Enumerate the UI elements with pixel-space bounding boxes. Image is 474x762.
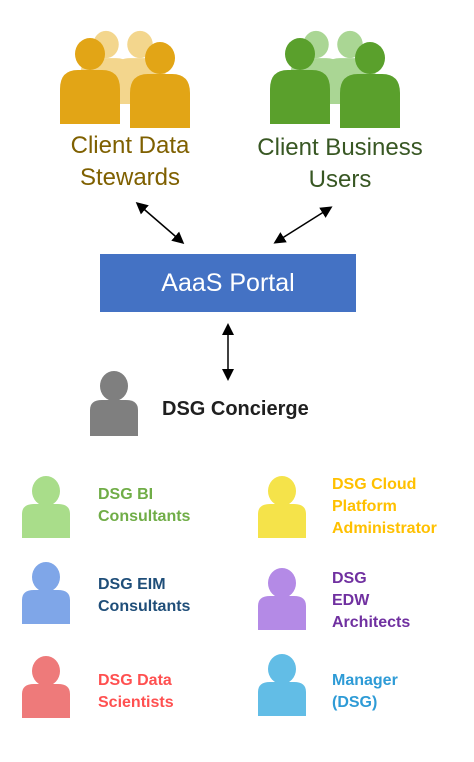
aaas-portal-box: AaaS Portal (100, 254, 356, 312)
client-business-users-label: Client Business Users (236, 132, 444, 196)
label-line: Client Business (257, 134, 423, 161)
arrow-stewards-portal (135, 202, 185, 244)
role-manager: Manager (DSG) (332, 672, 398, 711)
concierge-label: DSG Concierge (162, 398, 309, 420)
role-edw-architects: DSG EDW Architects (332, 570, 411, 631)
edw-architects-person-icon (258, 568, 306, 630)
arrow-business-portal (273, 206, 333, 244)
concierge-person-icon (90, 371, 138, 436)
role-cloud-platform-administrator: DSG Cloud Platform Administrator (332, 476, 437, 537)
cloud-admin-person-icon (258, 476, 306, 538)
role-eim-consultants: DSG EIM Consultants (98, 576, 191, 615)
data-scientists-person-icon (22, 656, 70, 718)
manager-person-icon (258, 654, 306, 716)
role-data-scientists: DSG Data Scientists (98, 672, 174, 711)
bi-consultants-person-icon (22, 476, 70, 538)
label-line: Client Data (70, 132, 190, 159)
label-line: Users (308, 166, 372, 193)
label-line: Stewards (79, 164, 181, 191)
role-bi-consultants: DSG BI Consultants (98, 486, 191, 525)
eim-consultants-person-icon (22, 562, 70, 624)
client-data-stewards-label: Client Data Stewards (40, 130, 220, 194)
